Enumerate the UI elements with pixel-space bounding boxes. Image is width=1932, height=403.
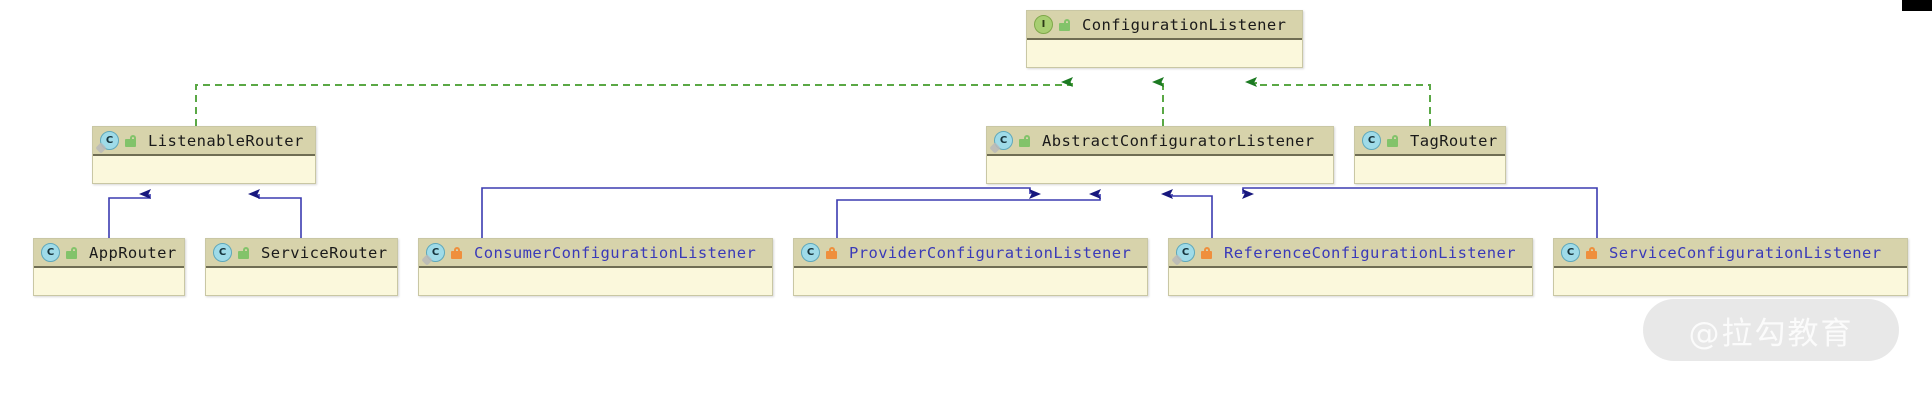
class-members-area [419,268,772,295]
class-name-label: ConsumerConfigurationListener [474,243,757,262]
class-header: C ConsumerConfigurationListener [419,239,772,268]
class-header: C AbstractConfiguratorListener [987,127,1333,156]
class-box-referenceconfigurationlistener[interactable]: C ReferenceConfigurationListener [1168,238,1533,296]
class-header: C ProviderConfigurationListener [794,239,1147,268]
class-header: I ConfigurationListener [1027,11,1302,40]
private-lock-icon [1586,246,1597,259]
class-name-label: ServiceRouter [261,243,388,262]
class-badge-icon: C [1176,243,1195,262]
class-badge-icon: C [1362,131,1381,150]
class-badge-icon: C [213,243,232,262]
class-badge-icon: C [100,131,119,150]
edge-consumerconfigurationlistener-extends-abstractconfiguratorlistener [481,187,1041,238]
edge-providerconfigurationlistener-extends-abstractconfiguratorlistener [836,189,1101,238]
class-box-providerconfigurationlistener[interactable]: C ProviderConfigurationListener [793,238,1148,296]
class-name-label: ReferenceConfigurationListener [1224,243,1516,262]
class-members-area [93,156,315,183]
class-members-area [206,268,397,295]
class-name-label: AppRouter [89,243,177,262]
class-name-label: TagRouter [1410,131,1498,150]
edge-servicerouter-extends-listenablerouter [248,189,302,238]
public-lock-icon [238,246,249,259]
class-header: C ServiceRouter [206,239,397,268]
class-members-area [987,156,1333,183]
class-box-serviceconfigurationlistener[interactable]: C ServiceConfigurationListener [1553,238,1908,296]
corner-marker [1902,0,1932,11]
class-header: C ServiceConfigurationListener [1554,239,1907,268]
class-members-area [1355,156,1505,183]
class-header: C ReferenceConfigurationListener [1169,239,1532,268]
edge-listenablerouter-implements-configurationlistener [195,77,1073,126]
public-lock-icon [1019,134,1030,147]
class-header: C TagRouter [1355,127,1505,156]
class-header: C ListenableRouter [93,127,315,156]
class-box-listenablerouter[interactable]: C ListenableRouter [92,126,316,184]
public-lock-icon [125,134,136,147]
class-badge-icon: C [426,243,445,262]
public-lock-icon [1059,18,1070,31]
class-name-label: AbstractConfiguratorListener [1042,131,1315,150]
interface-badge-icon: I [1034,15,1053,34]
class-name-label: ProviderConfigurationListener [849,243,1132,262]
class-members-area [794,268,1147,295]
edge-approuter-extends-listenablerouter [108,189,151,238]
private-lock-icon [826,246,837,259]
class-badge-icon: C [1561,243,1580,262]
public-lock-icon [1387,134,1398,147]
class-box-configurationlistener[interactable]: I ConfigurationListener [1026,10,1303,68]
class-badge-icon: C [41,243,60,262]
class-box-consumerconfigurationlistener[interactable]: C ConsumerConfigurationListener [418,238,773,296]
class-members-area [34,268,184,295]
class-box-tagrouter[interactable]: C TagRouter [1354,126,1506,184]
class-members-area [1169,268,1532,295]
class-badge-icon: C [994,131,1013,150]
class-box-servicerouter[interactable]: C ServiceRouter [205,238,398,296]
private-lock-icon [451,246,462,259]
class-header: C AppRouter [34,239,184,268]
public-lock-icon [66,246,77,259]
class-members-area [1027,40,1302,67]
class-box-abstractconfiguratorlistener[interactable]: C AbstractConfiguratorListener [986,126,1334,184]
edge-tagrouter-implements-configurationlistener [1245,77,1431,126]
class-name-label: ConfigurationListener [1082,15,1287,34]
edge-referenceconfigurationlistener-extends-abstractconfiguratorlistener [1161,189,1213,238]
class-box-approuter[interactable]: C AppRouter [33,238,185,296]
class-badge-icon: C [801,243,820,262]
private-lock-icon [1201,246,1212,259]
edge-serviceconfigurationlistener-extends-abstractconfiguratorlistener [1242,187,1598,238]
class-name-label: ServiceConfigurationListener [1609,243,1882,262]
class-name-label: ListenableRouter [148,131,304,150]
class-members-area [1554,268,1907,295]
